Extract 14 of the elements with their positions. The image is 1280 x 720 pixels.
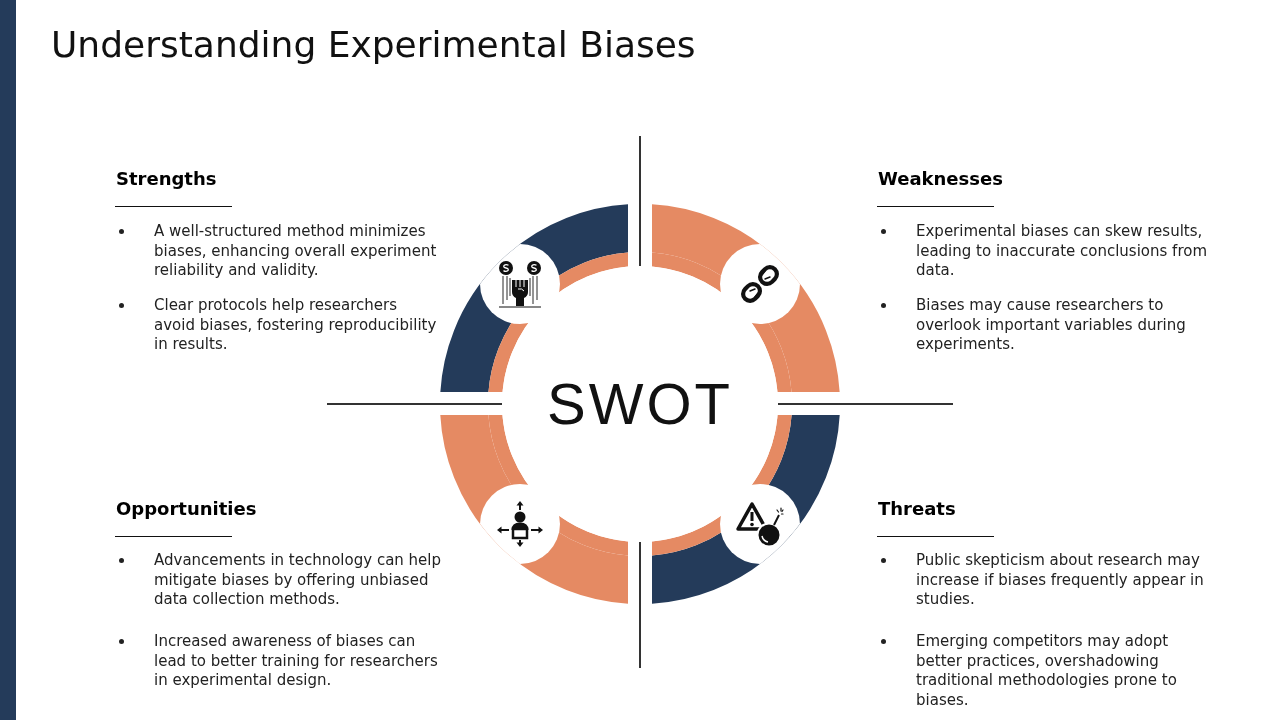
bullet-text: Advancements in technology can help mitigate biases by offering unbiased data collection methods.: [154, 551, 442, 610]
bullet-text: Experimental biases can skew results, leading to inaccurate conclusions from data.: [916, 222, 1208, 281]
bullet-text: Emerging competitors may adopt better practices, overshadowing traditional methodologies prone to biases.: [916, 632, 1178, 710]
bullet-text: Biases may cause researchers to overlook important variables during experiments.: [916, 296, 1187, 355]
bullet-text: Public skepticism about research may increase if biases frequently appear in studies.: [916, 551, 1205, 610]
section-heading: Threats: [878, 497, 956, 521]
section-heading: Strengths: [116, 167, 217, 191]
section-heading: Opportunities: [116, 497, 257, 521]
bullet-text: Increased awareness of biases can lead to better training for researchers in experimental design.: [154, 632, 439, 691]
side-bar: [0, 0, 16, 720]
slide-title: Understanding Experimental Biases: [51, 23, 696, 67]
bullet-text: A well-structured method minimizes biases, enhancing overall experiment reliability and validity.: [154, 222, 438, 281]
section-heading: Weaknesses: [878, 167, 1003, 191]
bullet-text: Clear protocols help researchers avoid biases, fostering reproducibility in results.: [154, 296, 438, 355]
